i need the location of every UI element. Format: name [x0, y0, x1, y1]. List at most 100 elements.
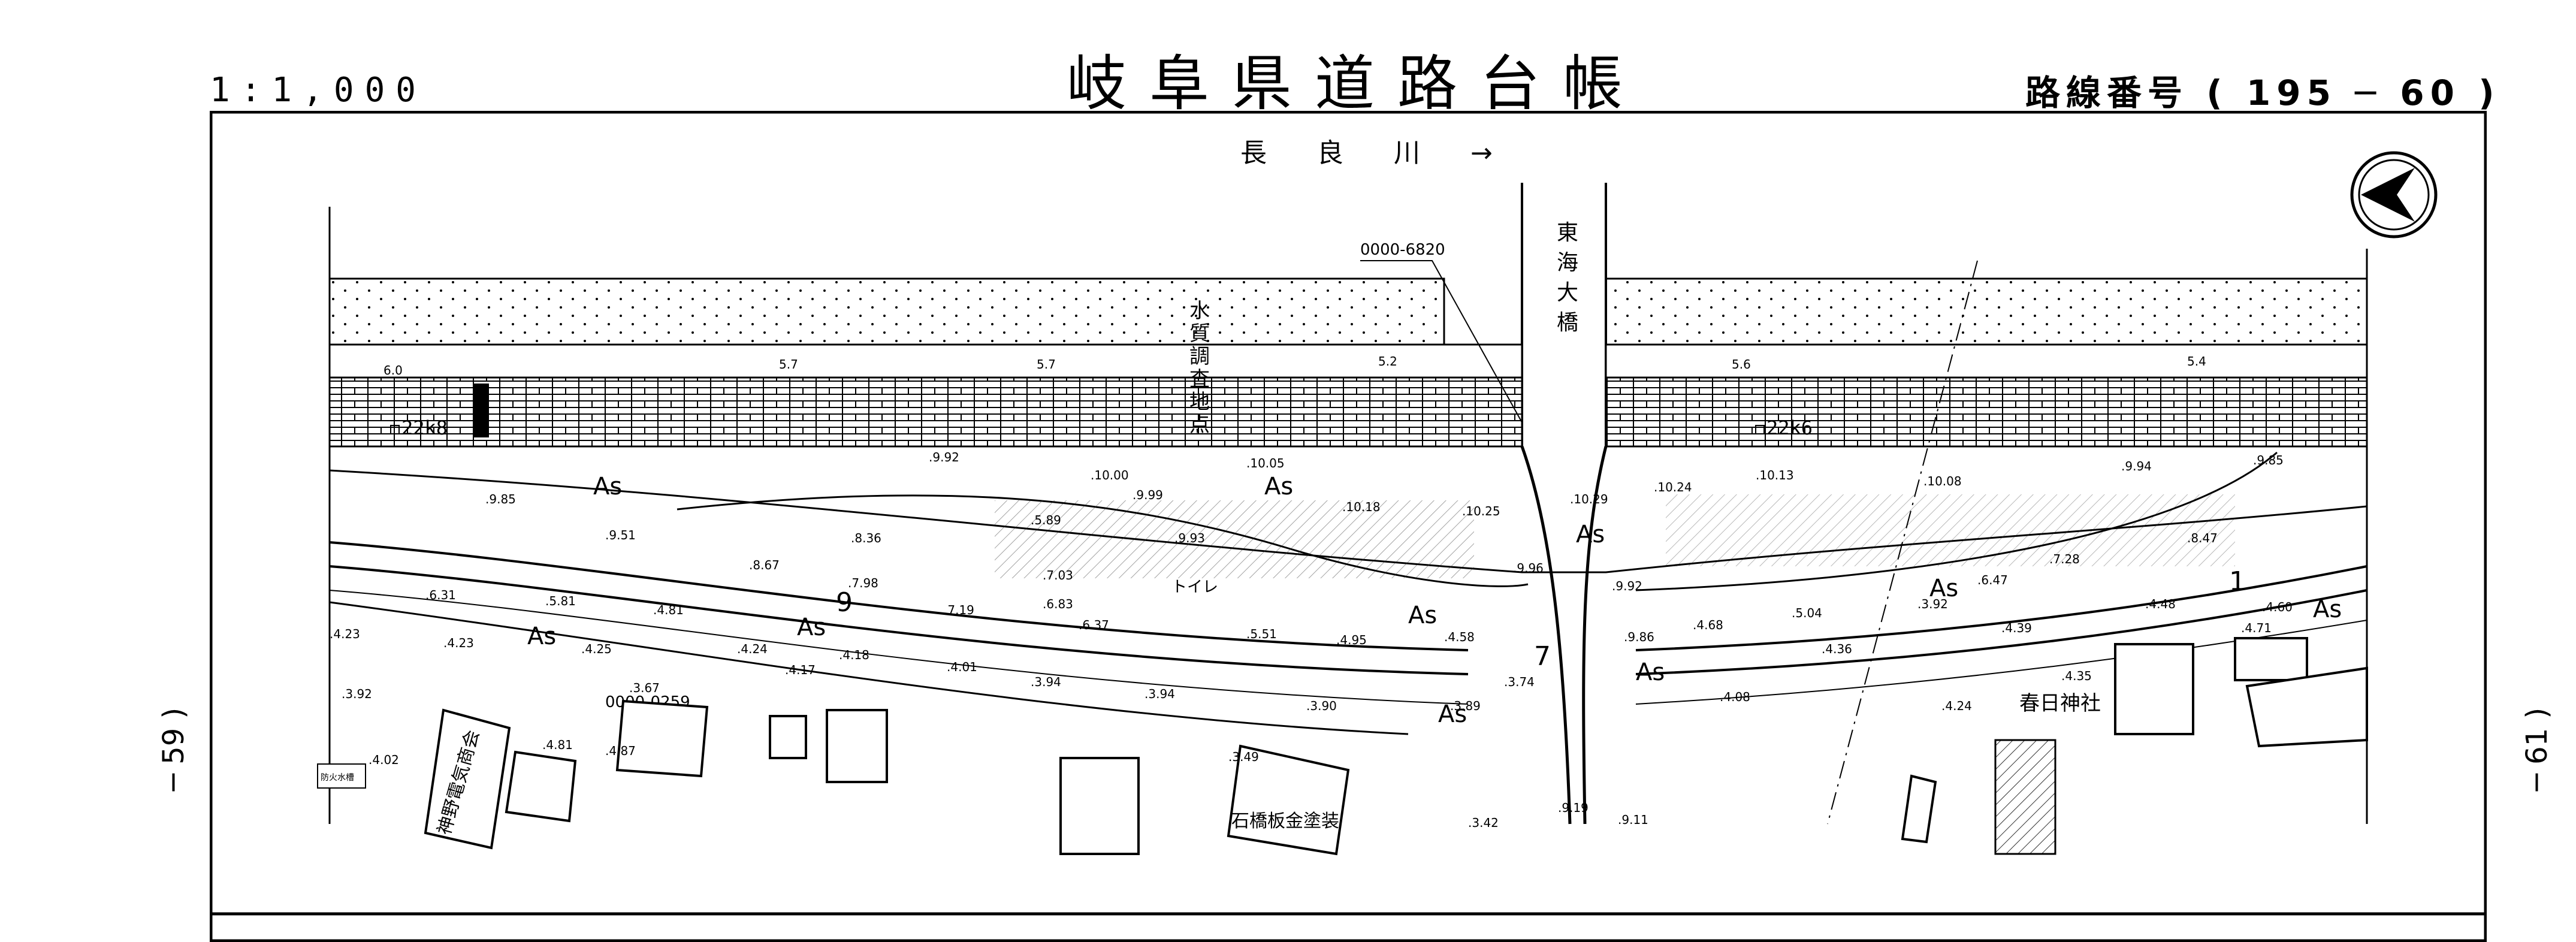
kilometer-post-22k8: 22k8 [390, 416, 448, 439]
grass-strip-right [1605, 343, 2368, 379]
elevation-value: .10.18 [1342, 500, 1381, 514]
elevation-value: .4.23 [443, 636, 474, 650]
elevation-value: .8.47 [2187, 531, 2218, 545]
building-company [424, 708, 511, 850]
elevation-value: .4.08 [1720, 690, 1750, 704]
elevation-value: 5.4 [2187, 354, 2206, 369]
pavement-label: As [1438, 701, 1467, 728]
pavement-label: As [1636, 659, 1665, 686]
fire-hydrant-label: 防火水槽 [321, 773, 354, 783]
elevation-value: .10.00 [1091, 468, 1129, 482]
elevation-value: 5.7 [779, 357, 798, 372]
elevation-value: .5.89 [1031, 513, 1061, 527]
elevation-value: .4.81 [653, 603, 684, 617]
elevation-value: .3.74 [1504, 675, 1535, 689]
building [1059, 757, 1140, 855]
elevation-value: .4.25 [581, 642, 612, 656]
elevation-value: .4.02 [369, 753, 399, 767]
elevation-value: .4.95 [1336, 633, 1367, 647]
elevation-value: .4.24 [737, 642, 768, 656]
next-sheet-label: ─ 61 ) [2520, 707, 2554, 791]
pavement-label: As [1576, 521, 1605, 548]
kilometer-post-22k6: 22k6 [1755, 416, 1813, 439]
building [769, 715, 807, 759]
building [2114, 643, 2194, 735]
route-marker: 7 [1534, 641, 1551, 672]
boundary-line [1827, 260, 1978, 825]
map-title: 岐阜県道路台帳 [1067, 49, 1645, 119]
building [505, 750, 577, 823]
scale-label: 1:1,000 [210, 71, 427, 110]
route-marker: 9 [836, 587, 853, 618]
elevation-value: .4.35 [2061, 669, 2092, 683]
elevation-value: .3.92 [342, 687, 372, 701]
elevation-value: .9.51 [605, 528, 636, 542]
elevations-grass: 6.0 5.7 5.7 5.2 5.6 5.4 [383, 354, 2206, 378]
elevation-value: .4.39 [2001, 621, 2032, 635]
elevation-value: .9.92 [929, 450, 959, 464]
km-post-label: 22k8 [401, 416, 448, 439]
pavement-label: As [593, 473, 622, 500]
elevation-value: .9.85 [485, 492, 516, 506]
elevation-value: .7.28 [2049, 552, 2080, 566]
building [2234, 637, 2308, 681]
elevation-value: .9.11 [1618, 813, 1648, 827]
reference-code: 0000-6820 [1360, 241, 1445, 259]
elevation-value: .4.36 [1822, 642, 1852, 656]
building [826, 709, 888, 783]
pavement-label: As [1408, 602, 1437, 629]
elevation-value: .6.37 [1079, 618, 1109, 632]
map-frame: 長 良 川 → 東 海 大 橋 水 質 調 査 地 点 22k8 22k6 00… [210, 111, 2487, 942]
factory-label: 石橋板金塗装 [1231, 811, 1339, 832]
embankment-road-upper [329, 541, 1469, 651]
elevation-value: .4.71 [2241, 621, 2272, 635]
revetment-right [1605, 376, 2368, 448]
fire-hydrant-box [317, 763, 366, 789]
elevation-value: .4.01 [947, 660, 977, 674]
building [2245, 666, 2368, 748]
elevation-value: .4.23 [330, 627, 360, 641]
elevation-value: .4.17 [785, 663, 816, 677]
north-arrow-icon [2350, 151, 2438, 238]
elevation-value: .6.47 [1977, 573, 2008, 587]
bridge-label: 東 海 大 橋 [1557, 221, 1578, 335]
pavement-label: As [797, 614, 826, 641]
elevation-value: .3.92 [1917, 597, 1948, 611]
road-ledger-map: 長 良 川 → 東 海 大 橋 水 質 調 査 地 点 22k8 22k6 00… [210, 111, 2487, 942]
bridge-label-char: 東 [1557, 221, 1578, 245]
elevation-value: .9.99 [1133, 488, 1163, 502]
toilet-label: トイレ [1171, 578, 1218, 596]
survey-label-char: 質 [1189, 322, 1210, 346]
elevation-value: .3.94 [1144, 687, 1175, 701]
elevation-value: .4.81 [542, 738, 573, 752]
pavement-label: As [1264, 473, 1293, 500]
road-curb-right [1635, 620, 2367, 705]
survey-label-char: 調 [1189, 345, 1210, 369]
buildings [424, 637, 2368, 856]
elevation-value: .9.94 [2121, 459, 2152, 473]
elevation-value: .9.96 [1513, 561, 1544, 575]
survey-label-char: 水 [1189, 299, 1210, 323]
elevation-value: .10.24 [1654, 480, 1692, 494]
elevation-value: .10.05 [1246, 456, 1285, 470]
elevation-value: .9.86 [1624, 630, 1654, 644]
elevation-value: .10.29 [1570, 492, 1608, 506]
elevation-value: 5.6 [1732, 357, 1751, 372]
survey-point-label: 水 質 調 査 地 点 [1189, 299, 1210, 437]
elevation-value: 5.7 [1037, 357, 1056, 372]
elevation-value: 5.2 [1378, 354, 1397, 369]
frame-border [210, 111, 2487, 942]
pavement-labels: As As As As As As As As As As [527, 473, 2342, 728]
elevation-value: 6.0 [383, 363, 403, 378]
route-marker: 1 [2229, 566, 2246, 597]
elevation-value: .8.67 [749, 558, 780, 572]
elevation-value: .9.93 [1174, 531, 1205, 545]
bridge-label-char: 海 [1557, 250, 1578, 275]
pavement-label: As [527, 623, 556, 650]
grass-strip-left [328, 343, 1523, 379]
elevation-value: .4.24 [1941, 699, 1972, 713]
pavement-label: As [2313, 596, 2342, 623]
ramp-left [1520, 446, 1572, 825]
survey-label-char: 査 [1189, 367, 1210, 391]
elevation-value: .10.13 [1756, 468, 1794, 482]
